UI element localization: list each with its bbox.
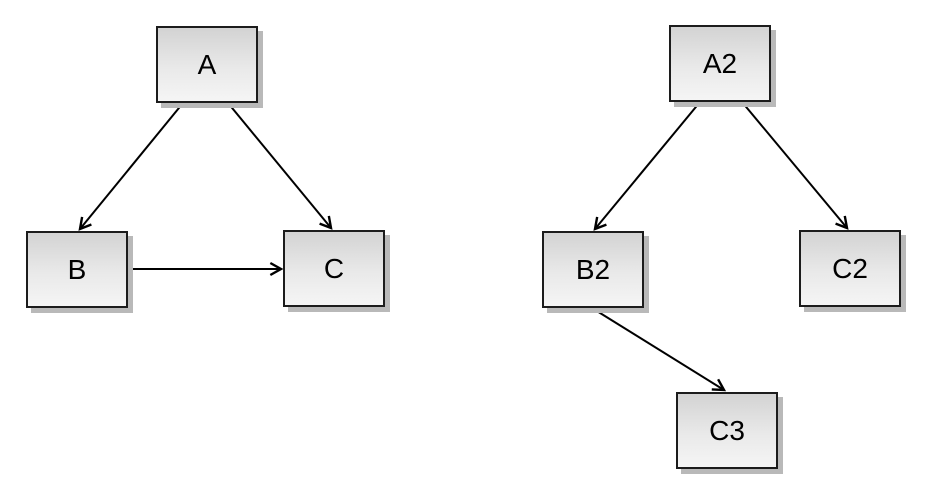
node-c-label: C [323,252,345,284]
node-b2: B2 [542,231,644,308]
node-a: A [156,26,258,103]
node-c3-label: C3 [709,414,745,446]
edge-a2-to-c2 [741,101,849,230]
node-c3: C3 [676,392,778,469]
edge-a-to-b [78,102,184,231]
node-b-label: B [67,253,87,285]
node-c2: C2 [799,230,901,307]
node-a2: A2 [669,25,771,102]
edge-a2-to-b2 [593,101,701,231]
node-b: B [26,231,128,308]
node-b2-label: B2 [575,253,611,285]
node-c: C [283,230,385,307]
edge-b2-to-c3 [591,307,727,392]
node-c2-label: C2 [832,252,868,284]
node-a-label: A [197,48,217,80]
edge-a-to-c [227,102,333,230]
node-a2-label: A2 [702,47,738,79]
